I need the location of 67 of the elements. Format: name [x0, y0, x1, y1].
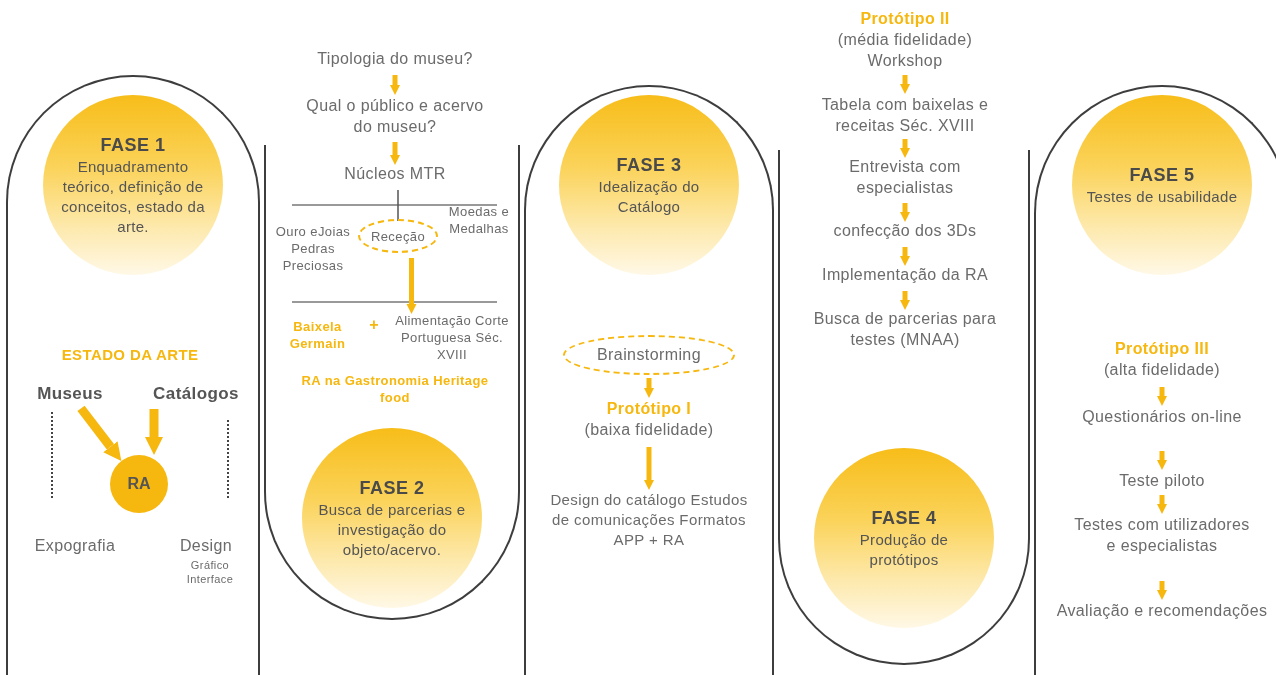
step-text: Teste piloto [1072, 470, 1252, 492]
arrow [900, 139, 910, 158]
step-text: Tipologia do museu? [280, 48, 510, 72]
section-heading: ESTADO DA ARTE [60, 345, 200, 365]
topic-label: Expografia [33, 536, 117, 556]
arrow [900, 247, 910, 266]
collection-label: Moedas e Medalhas [440, 203, 518, 243]
phase-description: Busca de parcerias e investigação do objeto/acervo. [317, 500, 467, 560]
topic-sublabel: Gráfico Interface [185, 558, 235, 586]
prototype-title: Protótipo III [1114, 339, 1210, 359]
topic-label: Catálogos [140, 382, 252, 406]
arrow [390, 142, 400, 165]
step-text: Implementação da RA [790, 264, 1020, 286]
phase-title: FASE 4 [871, 507, 937, 530]
connector-line [397, 189, 399, 222]
phase-band [1034, 85, 1276, 675]
phase-band [778, 150, 1030, 665]
collection-label: Ouro eJoias Pedras Preciosas [267, 223, 359, 283]
arrow [644, 378, 654, 398]
step-text: Design do catálogo Estudos de comunicações Formatos APP + RA [545, 490, 753, 610]
ra-circle: RA [110, 455, 168, 513]
step-text: Alimentação Corte Portuguesa Séc. XVIII [385, 312, 519, 366]
dashed-ellipse: Brainstorming [563, 335, 735, 375]
prototype-title: Protótipo II [860, 9, 950, 29]
step-text: (baixa fidelidade) [584, 420, 714, 440]
step-text: Questionários on-line [1072, 406, 1252, 448]
phase-title: FASE 3 [616, 154, 682, 177]
phase-description: Idealização do Catálogo [597, 177, 701, 217]
prototype-title: Protótipo I [606, 399, 692, 419]
phase-band [524, 85, 774, 675]
phase-title: FASE 5 [1129, 164, 1195, 187]
step-text: (média fidelidade) [837, 30, 973, 50]
arrow [900, 75, 910, 94]
dashed-ellipse: Receção [358, 219, 438, 253]
arrow [1157, 581, 1167, 600]
step-text: Avaliação e recomendações [1052, 600, 1272, 642]
topic-label: Design [178, 536, 234, 556]
step-text: Workshop [867, 51, 943, 71]
arrow [900, 291, 910, 310]
step-text: (alta fidelidade) [1103, 360, 1221, 380]
arrow [644, 447, 654, 490]
step-text: Entrevista com especialistas [800, 156, 1010, 198]
arrow [77, 405, 122, 461]
phase-band [264, 145, 520, 620]
phase-description: Produção de protótipos [858, 530, 950, 570]
arrow [390, 75, 400, 95]
highlight-text: RA na Gastronomia Heritage food [290, 372, 500, 408]
phase-title: FASE 1 [100, 134, 166, 157]
phase-title: FASE 2 [359, 477, 425, 500]
topic-label: Museus [25, 382, 115, 406]
phase-description: Testes de usabilidade [1086, 187, 1238, 207]
arrow [1157, 451, 1167, 470]
step-text: Busca de parcerias para testes (MNAA) [790, 308, 1020, 350]
arrow [900, 203, 910, 222]
phase-description: Enquadramento teórico, definição de conceitos, estado da arte. [60, 157, 206, 237]
step-text: Tabela com baixelas e receitas Séc. XVIII [790, 94, 1020, 136]
arrow [145, 409, 163, 455]
plus-sign: + [368, 315, 380, 335]
phase-band [6, 75, 260, 675]
highlight-text: Baixela Germain [270, 318, 365, 354]
step-text: Núcleos MTR [300, 163, 490, 185]
arrow [406, 258, 417, 314]
step-text: confecção dos 3Ds [800, 220, 1010, 242]
step-text: Testes com utilizadores e especialistas [1072, 514, 1252, 578]
step-text: Qual o público e acervo do museu? [305, 95, 485, 139]
arrow [1157, 387, 1167, 406]
arrow [1157, 495, 1167, 514]
